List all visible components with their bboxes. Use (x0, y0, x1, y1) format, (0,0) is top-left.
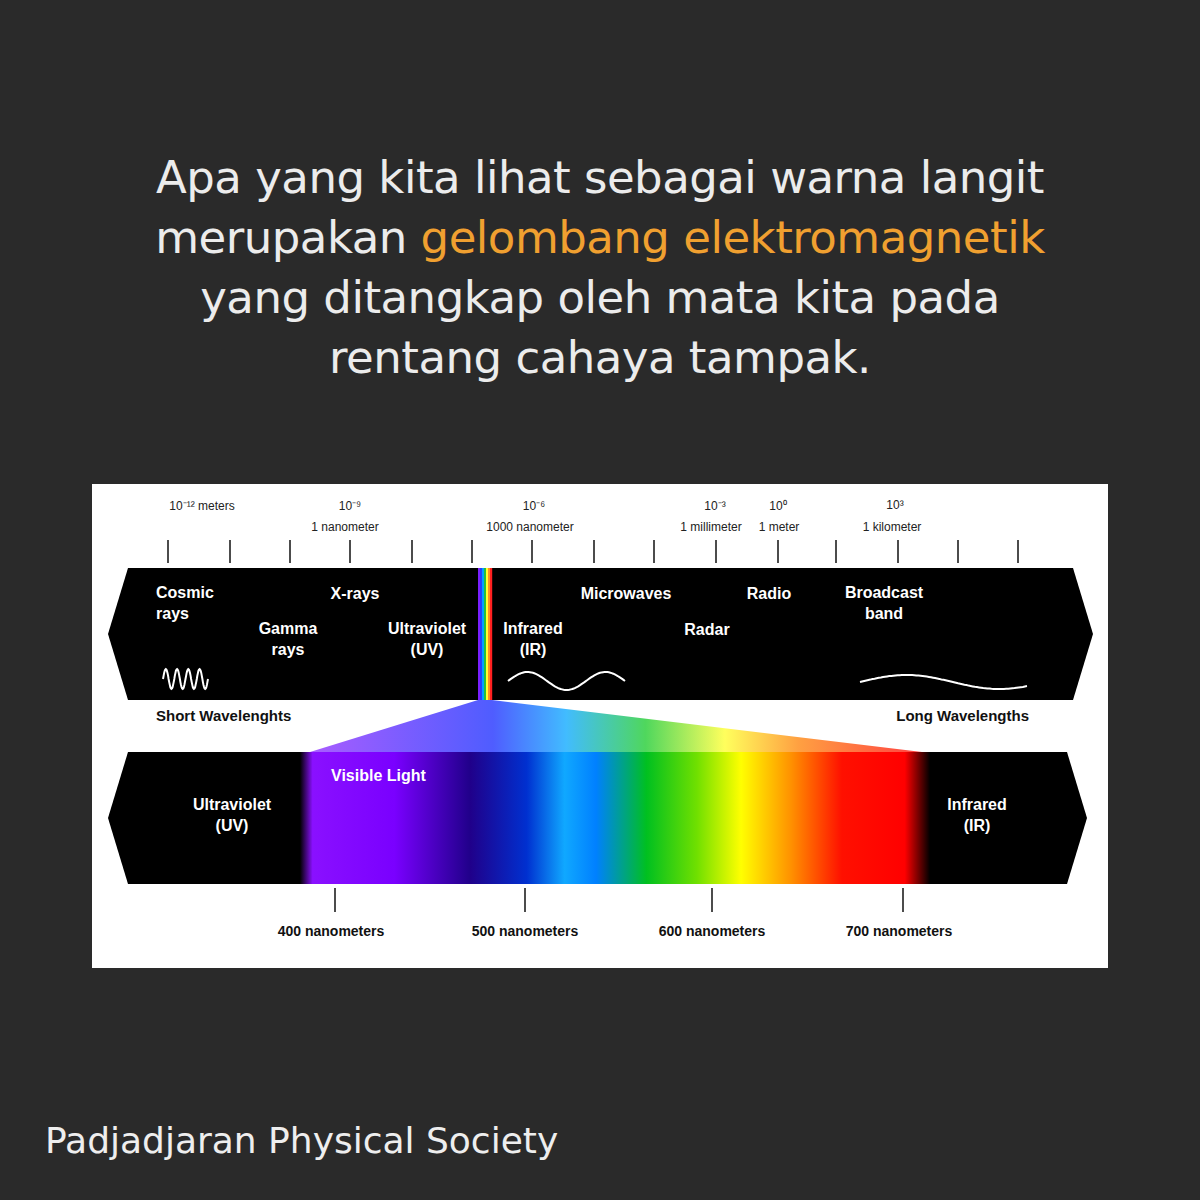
wavelength-mark: 600 nanometers (659, 923, 766, 939)
band-outline (108, 752, 1087, 884)
scale-exponent: 10⁻⁹ (339, 497, 362, 514)
heading-text: yang ditangkap oleh mata kita pada renta… (200, 271, 1000, 384)
band-label: Radio (747, 583, 791, 604)
band-label: Cosmic rays (156, 582, 231, 624)
band-label: Ultraviolet (UV) (377, 618, 477, 660)
band-label: Infrared (IR) (937, 794, 1017, 836)
scale-unit: 1 millimeter (680, 520, 741, 534)
scale-unit: 1 kilometer (863, 520, 922, 534)
band-label: Visible Light (331, 765, 426, 786)
wavelength-mark: 500 nanometers (472, 923, 579, 939)
scale-exponent: 10⁻³ (704, 497, 725, 514)
band-label: Gamma rays (251, 618, 326, 660)
axis-label: Long Wavelengths (896, 707, 1029, 724)
axis-label: Short Wavelenghts (156, 707, 291, 724)
band-label: Radar (684, 619, 729, 640)
brand-footer: Padjadjaran Physical Society (45, 1120, 558, 1161)
wavelength-mark: 400 nanometers (278, 923, 385, 939)
band-label: Ultraviolet (UV) (182, 794, 282, 836)
visible-band: Visible LightUltraviolet (UV) Infrared (I… (108, 752, 1087, 884)
scale-exponent: 10⁰ (769, 497, 786, 514)
scale-exponent: 10⁻¹² meters (169, 497, 234, 514)
light-fan (310, 700, 922, 752)
scale-unit: 1 meter (759, 520, 800, 534)
spectrum-band: Cosmic raysGamma raysX-raysUltraviolet (… (108, 568, 1093, 700)
band-label: X-rays (331, 583, 380, 604)
band-label: Broadcast band (837, 582, 932, 624)
scale-unit: 1000 nanometer (486, 520, 573, 534)
band-label: Microwaves (581, 583, 672, 604)
scale-exponent: 10³ (886, 498, 903, 512)
band-label: Infrared (IR) (493, 618, 573, 660)
heading: Apa yang kita lihat sebagai warna langit… (130, 148, 1070, 388)
heading-highlight: gelombang elektromagnetik (421, 211, 1045, 264)
scale-unit: 1 nanometer (311, 520, 378, 534)
scale-exponent: 10⁻⁶ (523, 497, 545, 514)
wavelength-mark: 700 nanometers (846, 923, 953, 939)
